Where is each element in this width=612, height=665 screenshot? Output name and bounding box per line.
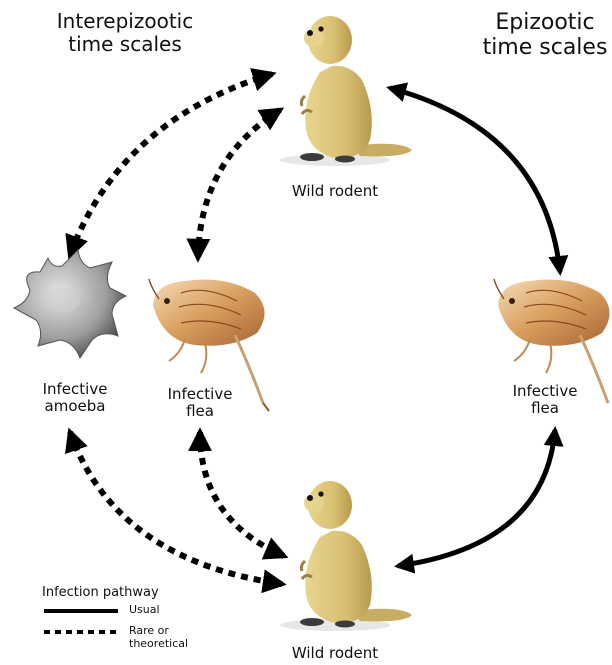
arrow-flea-right-to-rodent-bottom [398,430,555,566]
label-rodent-top-text: Wild rodent [292,182,378,200]
heading-epizootic-line1: Epizootic [478,10,612,35]
arrow-amoeba-to-rodent-bottom [70,432,282,584]
heading-interepizootic-line1: Interepizootic [30,10,220,33]
label-flea-right-line2: flea [495,400,595,417]
heading-interepizootic-line2: time scales [30,33,220,56]
heading-interepizootic: Interepizootic time scales [30,10,220,56]
legend-usual-text: Usual [129,603,160,616]
heading-epizootic: Epizootic time scales [478,10,612,61]
label-flea-left-line1: Infective [150,386,250,403]
label-flea-left-line2: flea [150,403,250,420]
arrow-rodent-top-to-flea-left [198,110,280,258]
label-flea-right: Infective flea [495,383,595,418]
legend-rare-label: Rare or theoretical [129,624,188,650]
arrow-flea-left-to-rodent-bottom [200,432,284,556]
legend-title-text: Infection pathway [42,585,159,600]
legend-rare-line2: theoretical [129,637,188,650]
label-flea-right-line1: Infective [495,383,595,400]
label-amoeba: Infective amoeba [20,381,130,416]
label-rodent-bottom-text: Wild rodent [292,644,378,662]
label-amoeba-line2: amoeba [20,398,130,415]
legend-title: Infection pathway [42,586,159,601]
rodent-bottom-image [280,481,412,631]
label-rodent-top: Wild rodent [270,183,400,200]
amoeba-image [14,250,126,358]
arrow-rodent-top-to-amoeba [70,74,272,255]
label-rodent-bottom: Wild rodent [270,645,400,662]
legend-usual-label: Usual [129,604,160,617]
legend-rare-line1: Rare or [129,624,188,637]
arrow-rodent-top-to-flea-right [390,88,560,272]
label-flea-left: Infective flea [150,386,250,421]
heading-epizootic-line2: time scales [478,35,612,60]
label-amoeba-line1: Infective [20,381,130,398]
